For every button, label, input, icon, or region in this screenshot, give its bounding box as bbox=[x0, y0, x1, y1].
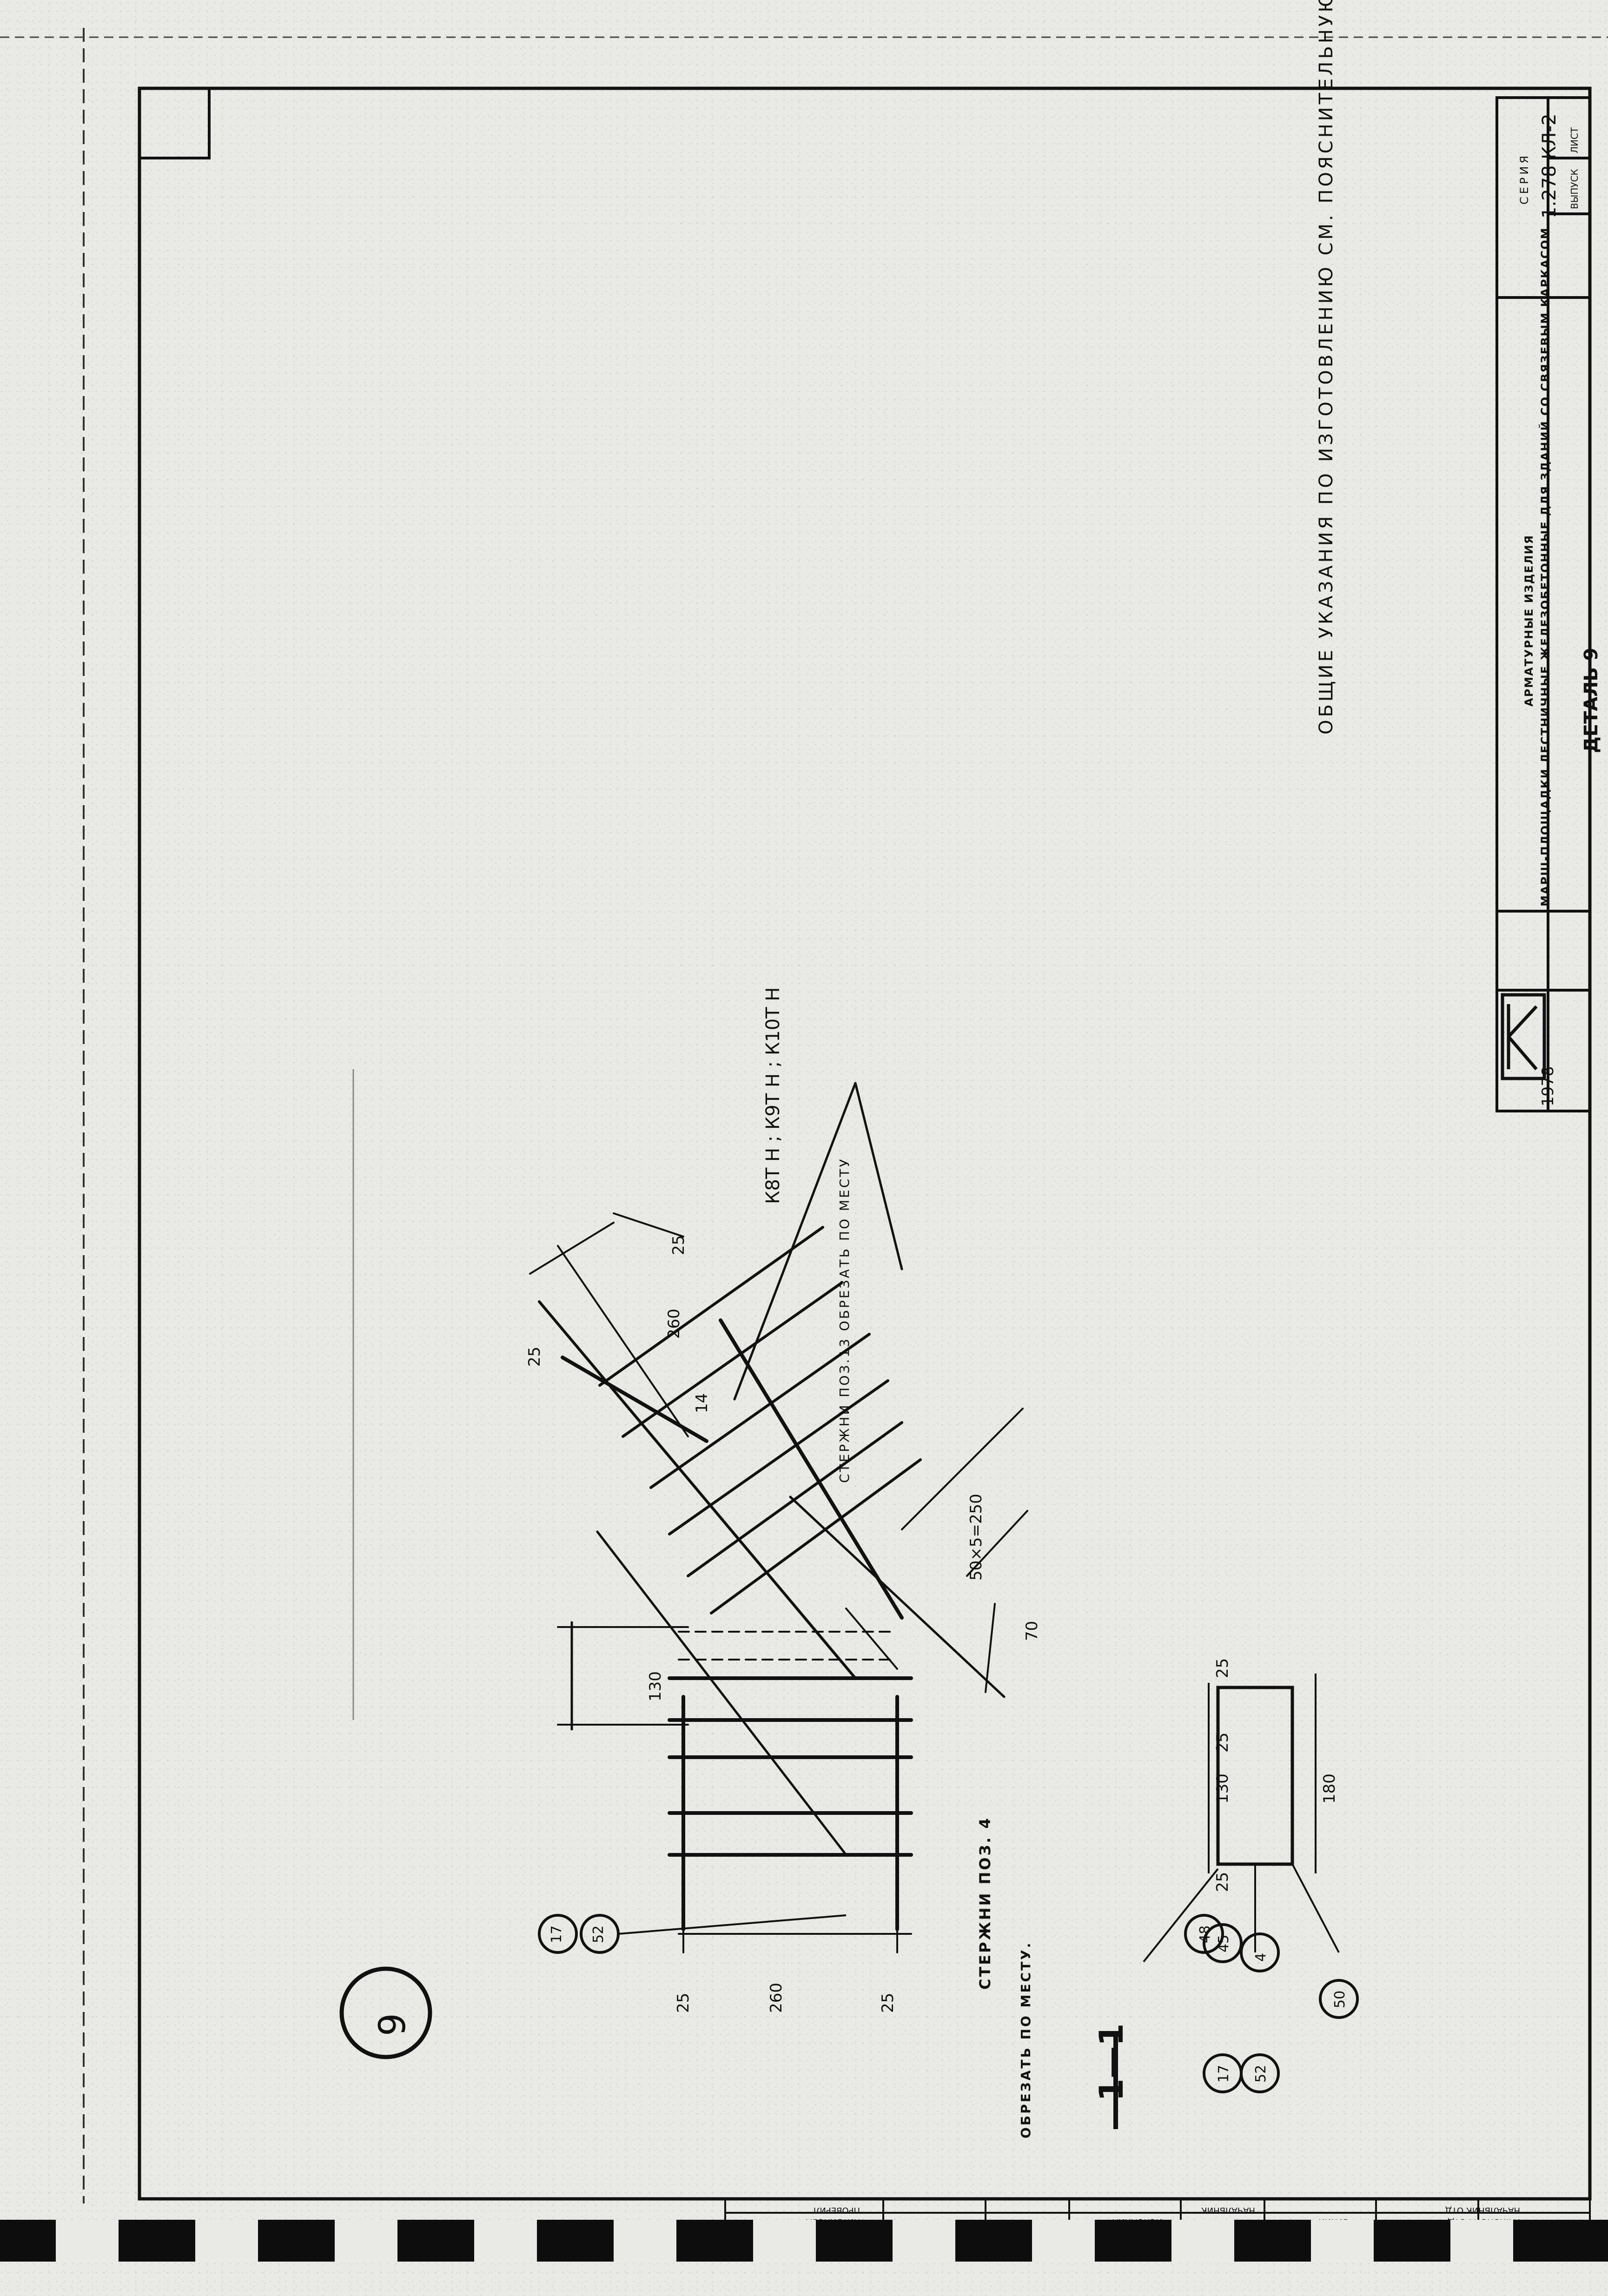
dim-25e: 25 bbox=[1213, 1658, 1232, 1678]
series-label: СЕРИЯ bbox=[1518, 152, 1531, 205]
dim-260b: 260 bbox=[767, 1983, 786, 2013]
detail-number: 9 bbox=[372, 2013, 414, 2036]
pos-48: 48 bbox=[1197, 1925, 1213, 1943]
pos-17a: 17 bbox=[549, 1925, 565, 1943]
outer-frame bbox=[138, 86, 1592, 2201]
stamp-1: НАЧАЛЬНИК ОТД bbox=[1445, 2205, 1520, 2215]
dim-25a: 25 bbox=[525, 1346, 544, 1367]
series-value: 1.278 КЛ-2 bbox=[1539, 113, 1560, 218]
detail-9-drawing bbox=[529, 1082, 1028, 1953]
frame-marks: К8Т Н ; К9Т Н ; К10Т Н bbox=[762, 987, 784, 1204]
position-circles bbox=[538, 1914, 1359, 2093]
kp-logo-text: КП bbox=[1513, 976, 1550, 1069]
corner-box bbox=[138, 87, 211, 159]
section-1-1 bbox=[1143, 1674, 1340, 1963]
drawing-name: ДЕТАЛЬ 9 bbox=[1581, 648, 1602, 753]
general-note: ОБЩИЕ УКАЗАНИЯ ПО ИЗГОТОВЛЕНИЮ СМ. ПОЯСН… bbox=[1316, 0, 1337, 734]
scan-border-strip bbox=[0, 2220, 1608, 2262]
stamp-6: ПРОВЕРИЛ bbox=[813, 2205, 860, 2215]
dim-25c: 25 bbox=[674, 1992, 693, 2013]
dim-5050: 50×5=250 bbox=[967, 1494, 986, 1581]
dim-25b: 25 bbox=[669, 1235, 688, 1255]
section-label: 1—1 bbox=[1092, 2023, 1131, 2101]
detail-circle bbox=[339, 1966, 432, 2059]
pos-4: 4 bbox=[1253, 1952, 1269, 1962]
dim-70: 70 bbox=[1023, 1621, 1041, 1641]
note-cut-13: СТЕРЖНИ ПОЗ.13 ОБРЕЗАТЬ ПО МЕСТУ bbox=[837, 1157, 852, 1483]
pos-52a: 52 bbox=[590, 1925, 607, 1943]
stamp-3: НАЧАЛЬНИК bbox=[1201, 2205, 1255, 2215]
note-cut-4-line2: ОБРЕЗАТЬ ПО МЕСТУ. bbox=[1018, 1941, 1033, 2138]
pos-17b: 17 bbox=[1216, 2064, 1232, 2083]
dim-130: 130 bbox=[646, 1671, 665, 1701]
title-line-2: АРМАТУРНЫЕ ИЗДЕЛИЯ bbox=[1522, 534, 1535, 707]
dim-130b: 130 bbox=[1213, 1773, 1232, 1804]
dim-25d: 25 bbox=[879, 1992, 897, 2013]
dim-14: 14 bbox=[693, 1393, 711, 1413]
pos-52b: 52 bbox=[1253, 2064, 1269, 2083]
sheet-label: ЛИСТ bbox=[1569, 127, 1580, 153]
dim-25f: 25 bbox=[1213, 1872, 1232, 1892]
leader-17-52 bbox=[618, 1914, 847, 1935]
title-line-1: МАРШ-ПЛОЩАДКИ ЛЕСТНИЧНЫЕ ЖЕЛЕЗОБЕТОННЫЕ … bbox=[1539, 227, 1552, 906]
note-cut-4-line1: СТЕРЖНИ ПОЗ. 4 bbox=[976, 1816, 994, 1990]
kp-logo bbox=[1501, 993, 1546, 1080]
dim-260a: 260 bbox=[665, 1309, 683, 1339]
pos-45: 45 bbox=[1216, 1934, 1232, 1952]
dim-180: 180 bbox=[1320, 1773, 1339, 1804]
title-block bbox=[1496, 96, 1591, 1112]
pos-50: 50 bbox=[1332, 1990, 1348, 2008]
dim-25g: 25 bbox=[1213, 1732, 1232, 1753]
